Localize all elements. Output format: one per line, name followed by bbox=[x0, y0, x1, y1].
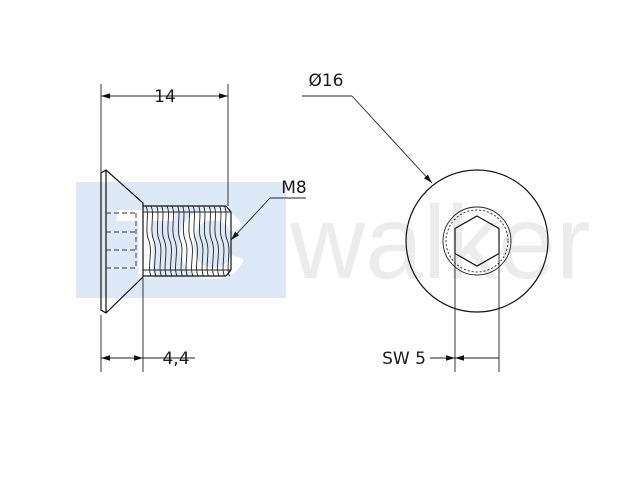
thread-turn-back bbox=[213, 205, 220, 277]
thread-section bbox=[143, 205, 232, 277]
dimension-length: 14 bbox=[100, 84, 229, 206]
thread-turn bbox=[198, 205, 204, 277]
thread-turn-back bbox=[203, 205, 209, 277]
dimension-socket-size-label: SW 5 bbox=[382, 349, 426, 369]
thread-turn-back bbox=[150, 205, 157, 277]
thread-turn-back bbox=[224, 205, 230, 277]
watermark-brand-text: walker bbox=[289, 185, 591, 301]
head-outer-circle bbox=[405, 169, 549, 313]
thread-turn bbox=[156, 205, 162, 277]
thread-turn bbox=[177, 205, 183, 277]
thread-turn-back bbox=[171, 205, 178, 277]
dimension-thread-label: M8 bbox=[281, 178, 306, 198]
thread-turn bbox=[187, 205, 194, 277]
dimension-head-height: 4,4 bbox=[100, 278, 195, 372]
thread-turn bbox=[219, 205, 225, 277]
dimension-head-diameter: Ø16 bbox=[302, 71, 433, 184]
thread-turn bbox=[145, 205, 152, 277]
dimension-socket-size: SW 5 bbox=[382, 241, 500, 372]
dimension-thread: M8 bbox=[230, 178, 307, 241]
thread-turn-back bbox=[192, 205, 199, 277]
thread-turn-back bbox=[161, 205, 167, 277]
thread-turn bbox=[208, 205, 215, 277]
screw-side-view bbox=[100, 169, 232, 314]
dimension-length-label: 14 bbox=[154, 87, 176, 107]
watermark-logo-box bbox=[76, 182, 286, 298]
thread-turn-back bbox=[182, 205, 188, 277]
dimension-head-height-label: 4,4 bbox=[162, 349, 189, 369]
hex-socket bbox=[454, 215, 500, 267]
thread-turn bbox=[166, 205, 173, 277]
screw-front-view bbox=[405, 169, 549, 313]
dimension-head-diameter-label: Ø16 bbox=[308, 71, 343, 91]
watermark: TC walker bbox=[76, 182, 591, 301]
socket-hidden-lines bbox=[106, 212, 137, 269]
